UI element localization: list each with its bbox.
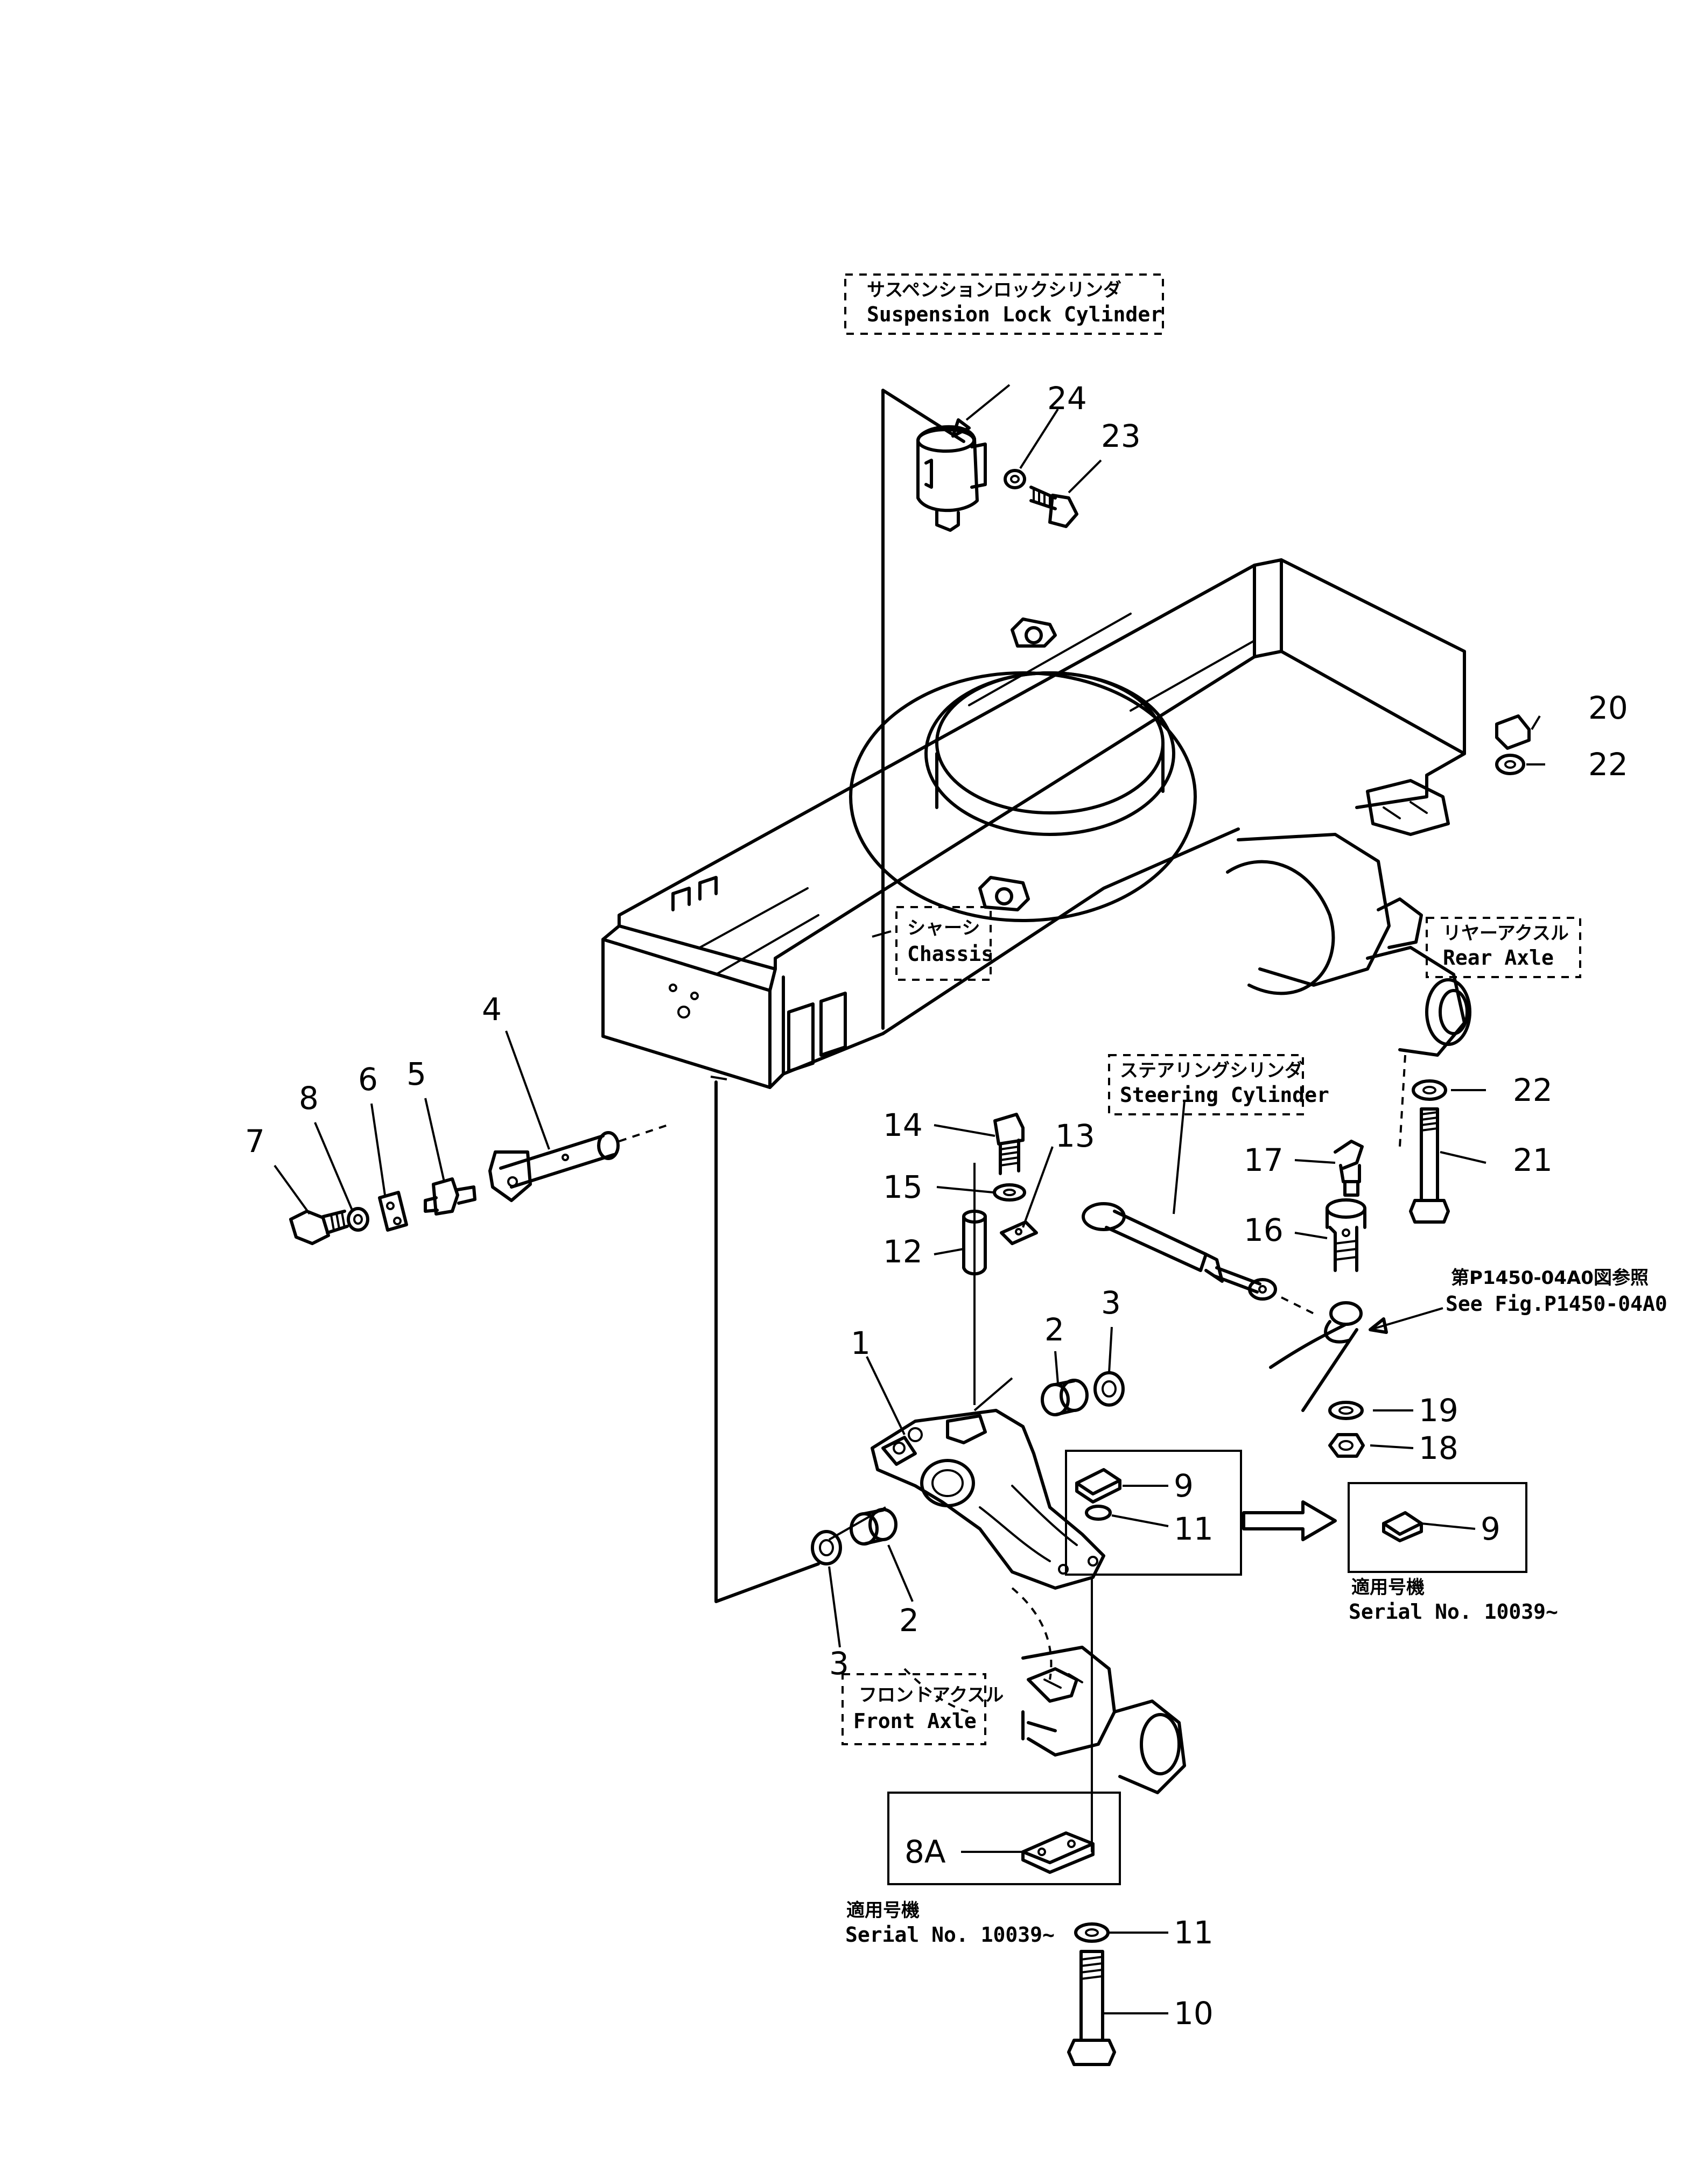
front-axle bbox=[903, 1587, 1186, 1794]
chassis bbox=[601, 558, 1471, 1089]
callout-11-box: 11 bbox=[1174, 1511, 1214, 1547]
see-fig-label-jp: 第P1450-04A0図参照 bbox=[1451, 1267, 1649, 1289]
callout-10: 10 bbox=[1174, 1995, 1214, 2032]
label-frame-chassis bbox=[895, 906, 992, 981]
front-axle-label-en: Front Axle bbox=[853, 1709, 977, 1733]
callout-24: 24 bbox=[1047, 380, 1087, 417]
seal-3-top bbox=[1093, 1371, 1125, 1407]
callout-11-bottom: 11 bbox=[1174, 1914, 1214, 1951]
seal-3-bottom bbox=[811, 1530, 842, 1565]
bolt-7 bbox=[289, 1210, 349, 1245]
applicability-arrow bbox=[1242, 1500, 1337, 1541]
callout-3-top: 3 bbox=[1101, 1284, 1121, 1321]
plate-20 bbox=[1495, 714, 1531, 750]
callout-17: 17 bbox=[1244, 1142, 1284, 1178]
callout-9-applicable: 9 bbox=[1481, 1511, 1500, 1547]
detail-box-plate-8a bbox=[887, 1792, 1121, 1885]
callout-20: 20 bbox=[1588, 690, 1628, 726]
leader-lines bbox=[274, 384, 1545, 2014]
callout-8: 8 bbox=[299, 1080, 319, 1116]
callout-6: 6 bbox=[358, 1061, 378, 1098]
pin-12 bbox=[962, 1210, 987, 1276]
callout-13: 13 bbox=[1055, 1118, 1095, 1154]
front-axle-label-jp: フロントアクスル bbox=[859, 1684, 1004, 1706]
suspension-lock-cylinder-label-jp: サスペンションロックシリンダ bbox=[867, 279, 1121, 301]
washer-22-bottom bbox=[1412, 1079, 1447, 1101]
serial-no-label-left: Serial No. 10039~ bbox=[845, 1923, 1055, 1947]
detail-box-plate-9 bbox=[1065, 1450, 1242, 1576]
steering-cylinder-label-en: Steering Cylinder bbox=[1120, 1083, 1329, 1107]
callout-7: 7 bbox=[245, 1123, 265, 1160]
applicable-box-plate-9 bbox=[1348, 1482, 1527, 1573]
steering-cylinder bbox=[1082, 1202, 1277, 1301]
grease-fitting-17 bbox=[1334, 1140, 1364, 1197]
see-fig-label-en: See Fig.P1450-04A0 bbox=[1446, 1292, 1667, 1316]
label-frame-front-axle bbox=[842, 1673, 986, 1745]
reference-line bbox=[881, 389, 965, 443]
callout-15: 15 bbox=[883, 1169, 923, 1205]
callout-1: 1 bbox=[851, 1325, 871, 1361]
bolt-14 bbox=[993, 1113, 1025, 1175]
pin-16 bbox=[1326, 1198, 1366, 1272]
nut-18 bbox=[1328, 1433, 1365, 1458]
plate-13 bbox=[1000, 1220, 1038, 1245]
label-frame-steering-cylinder bbox=[1108, 1054, 1304, 1115]
washer-22-top bbox=[1495, 754, 1525, 775]
washer-11-bottom bbox=[1074, 1922, 1110, 1943]
serial-no-label-right: Serial No. 10039~ bbox=[1349, 1600, 1558, 1624]
washer-8 bbox=[347, 1207, 369, 1232]
callout-2-bottom: 2 bbox=[899, 1602, 919, 1639]
callout-12: 12 bbox=[883, 1233, 923, 1270]
label-frame-suspension-lock-cylinder bbox=[844, 273, 1164, 335]
callout-22-bottom: 22 bbox=[1513, 1072, 1553, 1108]
callout-22-top: 22 bbox=[1588, 746, 1628, 783]
chassis-label-jp: シャーシ bbox=[907, 917, 980, 939]
plate-9-in-box bbox=[1075, 1468, 1121, 1504]
bushing-2-top bbox=[1041, 1379, 1089, 1416]
callout-18: 18 bbox=[1419, 1430, 1458, 1466]
callout-5: 5 bbox=[406, 1056, 426, 1092]
bolt-23 bbox=[1029, 486, 1078, 528]
plate-8a bbox=[1021, 1831, 1095, 1874]
callout-3-bottom: 3 bbox=[829, 1645, 849, 1682]
washer-11-in-box bbox=[1085, 1505, 1112, 1521]
rear-axle-label-jp: リヤーアクスル bbox=[1443, 923, 1569, 944]
pin-4 bbox=[488, 1131, 620, 1202]
reference-line bbox=[714, 1080, 820, 1603]
washer-24 bbox=[1004, 469, 1026, 489]
callout-16: 16 bbox=[1244, 1212, 1284, 1248]
callout-19: 19 bbox=[1419, 1392, 1458, 1429]
callout-8a: 8A bbox=[904, 1834, 946, 1870]
callout-4: 4 bbox=[482, 991, 502, 1028]
bolt-21 bbox=[1409, 1107, 1450, 1224]
callout-9-box: 9 bbox=[1174, 1467, 1194, 1504]
washer-15 bbox=[993, 1183, 1026, 1202]
steering-cylinder-label-jp: ステアリングシリンダ bbox=[1120, 1060, 1303, 1082]
suspension-lock-cylinder-label-en: Suspension Lock Cylinder bbox=[867, 303, 1162, 326]
washer-19 bbox=[1328, 1401, 1364, 1420]
rear-axle-label-en: Rear Axle bbox=[1443, 946, 1554, 970]
plate-9-applicable bbox=[1382, 1511, 1423, 1542]
callout-23: 23 bbox=[1101, 418, 1141, 454]
applicable-serial-label-jp-left: 適用号機 bbox=[846, 1900, 920, 1921]
callout-2-top: 2 bbox=[1044, 1311, 1064, 1348]
center-bracket-1 bbox=[871, 1409, 1105, 1590]
callout-14: 14 bbox=[883, 1107, 923, 1143]
grease-fitting-5 bbox=[424, 1177, 476, 1216]
callout-21: 21 bbox=[1513, 1142, 1553, 1178]
applicable-serial-label-jp-right: 適用号機 bbox=[1351, 1577, 1425, 1598]
plate-6 bbox=[378, 1191, 408, 1232]
chassis-label-en: Chassis bbox=[907, 942, 993, 966]
bolt-10 bbox=[1067, 1950, 1116, 2066]
suspension-lock-cylinder bbox=[916, 425, 987, 532]
label-frame-rear-axle bbox=[1426, 917, 1581, 978]
steering-arm bbox=[1269, 1301, 1363, 1412]
